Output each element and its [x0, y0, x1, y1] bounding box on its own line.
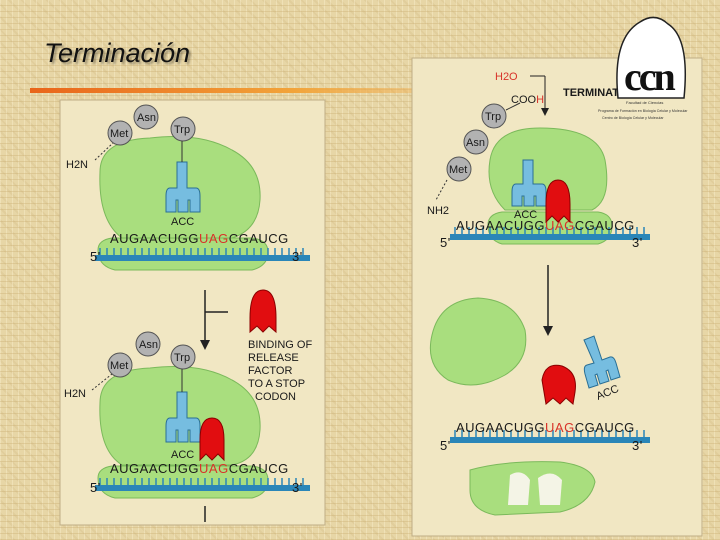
binding-text: FACTOR	[248, 365, 292, 377]
anticodon-label: ACC	[171, 449, 194, 461]
amino-acid-circle	[133, 104, 159, 130]
amino-acid-circle	[107, 352, 133, 378]
logo-caption: Facultad de Ciencias	[626, 100, 663, 105]
logo-shield	[616, 16, 687, 99]
amino-end-label: H2N	[66, 159, 88, 171]
amino-acid-label: Trp	[174, 352, 190, 364]
three-prime-label: 3'	[292, 480, 303, 495]
binding-arrow	[200, 290, 228, 350]
right-bottom-stage: ACC AUGAACUGGUAGCGAUCG 5' 3'	[429, 297, 650, 516]
amino-acid-circle	[463, 129, 489, 155]
mrna-strand	[95, 255, 310, 261]
link-line	[94, 142, 114, 161]
amino-acid-label: Met	[110, 128, 128, 140]
page-title: Terminación	[44, 38, 191, 68]
binding-text: TO A STOP	[248, 378, 305, 390]
amino-acid-label: Trp	[174, 124, 190, 136]
mrna-ticks	[454, 430, 645, 437]
binding-text: CODON	[255, 391, 296, 403]
trna	[165, 391, 201, 443]
five-prime-label: 5'	[440, 235, 451, 250]
water-arrowhead	[541, 108, 549, 116]
mrna-sequence: AUGAACUGGUAGCGAUCG	[456, 420, 635, 435]
three-prime-label: 3'	[292, 249, 303, 264]
amino-acid-label: Met	[449, 164, 467, 176]
right-top-stage: H2O TERMINATION COOH AUGAACUGGUAGCGAUCG …	[427, 71, 650, 250]
trna	[165, 161, 201, 213]
mrna-strand	[450, 437, 650, 443]
release-factor	[545, 179, 571, 224]
amino-acid-label: Asn	[139, 339, 158, 351]
logo-letters: ccn	[624, 54, 676, 99]
mrna-strand	[450, 234, 650, 240]
ccn-logo: ccn Facultad de Ciencias Programa de For…	[598, 16, 688, 120]
three-prime-label: 3'	[632, 235, 643, 250]
anticodon-label: ACC	[171, 216, 194, 228]
mrna-strand	[95, 485, 310, 491]
left-bottom-stage: AUGAACUGGUAGCGAUCG 5' 3' ACC Asn Trp Met…	[64, 331, 310, 499]
mrna-sequence: AUGAACUGGUAGCGAUCG	[110, 231, 289, 246]
trna-free	[583, 335, 621, 389]
binding-text: BINDING OF	[248, 339, 312, 351]
link-line	[91, 373, 113, 391]
ribosome-small-subunit-free	[469, 461, 596, 516]
subunit-notch	[538, 473, 562, 505]
amino-acid-label: Trp	[485, 111, 501, 123]
mrna-sequence: AUGAACUGGUAGCGAUCG	[456, 218, 635, 233]
mrna-ticks	[99, 478, 304, 485]
amino-acid-circle	[170, 344, 196, 370]
subunit-notch	[508, 472, 530, 505]
amino-acid-circle	[481, 103, 507, 129]
mrna-sequence: AUGAACUGGUAGCGAUCG	[110, 461, 289, 476]
amino-end-label: NH2	[427, 205, 449, 217]
release-factor-free	[541, 364, 576, 405]
release-factor	[199, 417, 225, 462]
binding-text: RELEASE	[248, 352, 299, 364]
amino-acid-label: Asn	[466, 137, 485, 149]
five-prime-label: 5'	[90, 249, 101, 264]
amino-acid-label: Met	[110, 360, 128, 372]
water-label: H2O	[495, 71, 518, 83]
anticodon-label: ACC	[514, 209, 537, 221]
ribosome-large-subunit-free	[429, 297, 527, 386]
five-prime-label: 5'	[440, 438, 451, 453]
left-top-stage: AUGAACUGGUAGCGAUCG 5' 3' ACC Asn Trp Met…	[66, 104, 310, 271]
amino-acid-label: Asn	[137, 112, 156, 124]
trna	[511, 159, 547, 207]
amino-acid-circle	[170, 116, 196, 142]
mrna-ticks	[99, 248, 304, 255]
five-prime-label: 5'	[90, 480, 101, 495]
amino-acid-circle	[135, 331, 161, 357]
dissociation-arrowhead	[543, 326, 553, 336]
mrna-ticks	[454, 227, 645, 234]
link-line	[505, 102, 521, 111]
amino-acid-circle	[107, 120, 133, 146]
amino-end-label: H2N	[64, 388, 86, 400]
cooh-label: COOH	[511, 94, 544, 106]
release-factor	[249, 289, 277, 334]
title-underline	[30, 88, 470, 93]
logo-caption: Programa de Formación en Biología Celula…	[598, 109, 688, 113]
three-prime-label: 3'	[632, 438, 643, 453]
amino-acid-circle	[446, 156, 472, 182]
logo-caption: Centro de Biología Celular y Molecular	[602, 116, 664, 120]
